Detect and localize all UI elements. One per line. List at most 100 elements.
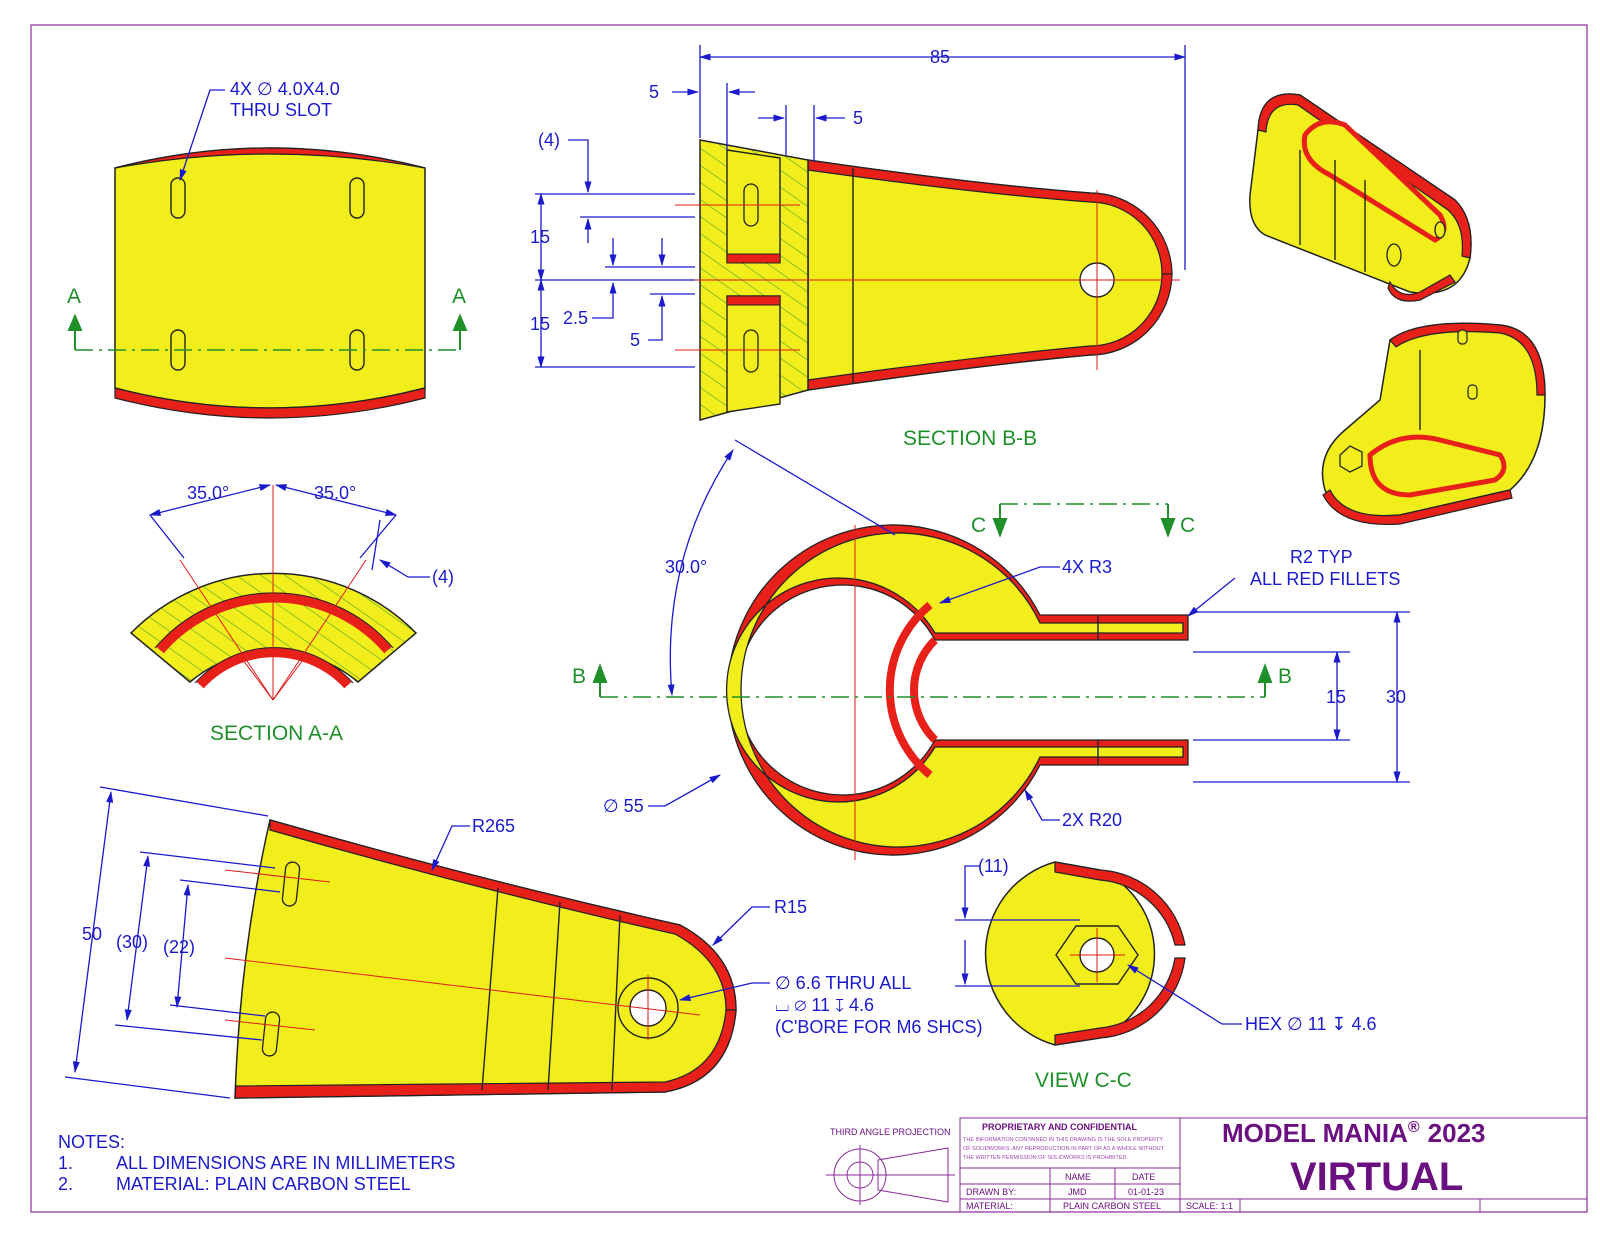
dim-5-b	[648, 294, 666, 341]
ext-line	[139, 851, 276, 869]
section-aa-inner-fillet	[196, 647, 352, 689]
iso-view-1	[1249, 93, 1472, 302]
note-2-text: MATERIAL: PLAIN CARBON STEEL	[116, 1174, 411, 1194]
projection-label: THIRD ANGLE PROJECTION	[830, 1127, 951, 1137]
material-label: MATERIAL:	[966, 1201, 1013, 1211]
ext-line	[179, 879, 281, 893]
dim-30-angle	[667, 449, 734, 697]
r20-text: 2X R20	[1062, 810, 1122, 830]
dim-30-top-text: 30	[1386, 687, 1406, 707]
disclaimer-line-3: THE WRITTEN PERMISSION OF SOLIDWORKS IS …	[963, 1155, 1128, 1161]
hex-leader	[1127, 964, 1242, 1025]
dim-50-text: 50	[82, 924, 102, 944]
title-block-frame	[959, 1117, 1588, 1213]
date-value: 01-01-23	[1128, 1187, 1164, 1197]
slot	[349, 177, 365, 219]
dim-angle-left	[148, 484, 272, 516]
dia55-leader	[648, 774, 722, 807]
centerline	[272, 559, 367, 701]
front-view-body	[114, 147, 426, 409]
iso-1-bottom-fillet	[1387, 274, 1456, 302]
slot	[281, 861, 301, 907]
centerline	[272, 659, 304, 701]
view-cc: (11) HEX ∅ 11 ↧ 4.6 VIEW C-C	[955, 856, 1376, 1092]
title-line-2: VIRTUAL	[1290, 1155, 1463, 1199]
top-view-c-groove	[885, 601, 933, 779]
top-view-body	[726, 532, 1184, 848]
dim-4-leader-aa	[378, 559, 430, 578]
section-mark-b-right: B	[1278, 665, 1292, 688]
angle-30-text: 30.0°	[665, 557, 707, 577]
ext-line	[371, 519, 381, 571]
date-header: DATE	[1132, 1172, 1155, 1182]
view-cc-label: VIEW C-C	[1035, 1069, 1132, 1092]
r265-leader	[431, 825, 470, 872]
r2-text-2: ALL RED FILLETS	[1250, 569, 1400, 589]
r3-text: 4X R3	[1062, 557, 1112, 577]
dim-85-text: 85	[930, 47, 950, 67]
view-cc-bottom-fillet	[1054, 957, 1186, 1046]
section-bb-slot-lower-fillet	[726, 295, 781, 306]
sheet-border	[30, 24, 1588, 1213]
section-bb-body	[807, 159, 1172, 391]
section-arrow-b-right	[1257, 663, 1273, 697]
note-1-num: 1.	[58, 1153, 73, 1173]
hole-leader	[678, 982, 770, 1001]
slot	[261, 1011, 281, 1057]
slot	[743, 329, 759, 373]
section-aa-inner-edge	[194, 647, 354, 684]
proprietary-heading: PROPRIETARY AND CONFIDENTIAL	[982, 1122, 1138, 1132]
centerline	[224, 1019, 316, 1031]
hex-text: HEX ∅ 11 ↧ 4.6	[1245, 1014, 1376, 1034]
r2-text-1: R2 TYP	[1290, 547, 1353, 567]
section-mark-a-left: A	[67, 285, 81, 308]
ext-line	[64, 1076, 231, 1099]
ext-line	[149, 514, 185, 559]
section-arrow-b-left	[592, 663, 608, 697]
centerline	[224, 957, 701, 1016]
section-aa-outer-fillet	[156, 592, 392, 654]
drawn-by-value: JMD	[1068, 1187, 1087, 1197]
r265-text: R265	[472, 816, 515, 836]
slot	[170, 177, 186, 219]
section-aa-label: SECTION A-A	[210, 722, 343, 745]
dim-5-left-text: 5	[649, 82, 659, 102]
ref-11-text: (11)	[978, 856, 1009, 876]
section-aa-view: 35.0° 35.0° (4) SECTION A-A	[129, 483, 454, 745]
title-year: 2023	[1428, 1118, 1486, 1148]
section-mark-c-right: C	[1180, 514, 1195, 537]
r15-text: R15	[774, 897, 807, 917]
ref-4-text-aa: (4)	[432, 567, 454, 587]
notes-title: NOTES:	[58, 1132, 125, 1152]
centerline	[179, 559, 274, 701]
dim-22	[174, 883, 191, 1009]
dim-22-text: (22)	[163, 937, 195, 957]
dim-5-text: 5	[630, 330, 640, 350]
dim-4-text: (4)	[538, 130, 560, 150]
front-view-bottom-fillet	[114, 387, 426, 419]
title-line-1: MODEL MANIA®2023	[1222, 1118, 1486, 1148]
section-aa-outer-edge	[154, 592, 394, 649]
side-view-bottom-fillet	[234, 1009, 737, 1099]
section-bb-label: SECTION B-B	[903, 427, 1037, 450]
side-view-body	[234, 819, 737, 1099]
r15-leader	[712, 906, 770, 946]
slot-note-line-2: THRU SLOT	[230, 100, 332, 120]
title-block: THIRD ANGLE PROJECTION PROPRIETARY AND C…	[826, 1117, 1588, 1213]
front-view-top-fillet	[114, 147, 426, 169]
ref-11-leader	[961, 865, 980, 920]
scale-value: SCALE: 1:1	[1186, 1201, 1233, 1211]
slot	[1467, 384, 1478, 400]
disclaimer-line-2: OF SOLIDWORKS. ANY REPRODUCTION IN PART …	[963, 1146, 1165, 1152]
iso-1-top-fillet	[1257, 93, 1472, 259]
front-view: A A 4X ∅ 4.0X4.0 THRU SLOT	[67, 79, 468, 419]
angle-left-text: 35.0°	[187, 483, 229, 503]
section-bb-view: 85 5 5 15 15 (4) 2.5 5 SECTION B-B	[530, 45, 1187, 450]
dim-50	[72, 790, 114, 1074]
ext-line	[114, 1024, 263, 1041]
notes: NOTES: 1. ALL DIMENSIONS ARE IN MILLIMET…	[58, 1132, 455, 1194]
hole-note-3: (C'BORE FOR M6 SHCS)	[775, 1017, 982, 1037]
dim-30-side	[124, 854, 151, 1022]
disclaimer-line-1: THE INFORMATION CONTAINED IN THIS DRAWIN…	[963, 1137, 1163, 1143]
iso-view-2	[1321, 322, 1546, 526]
